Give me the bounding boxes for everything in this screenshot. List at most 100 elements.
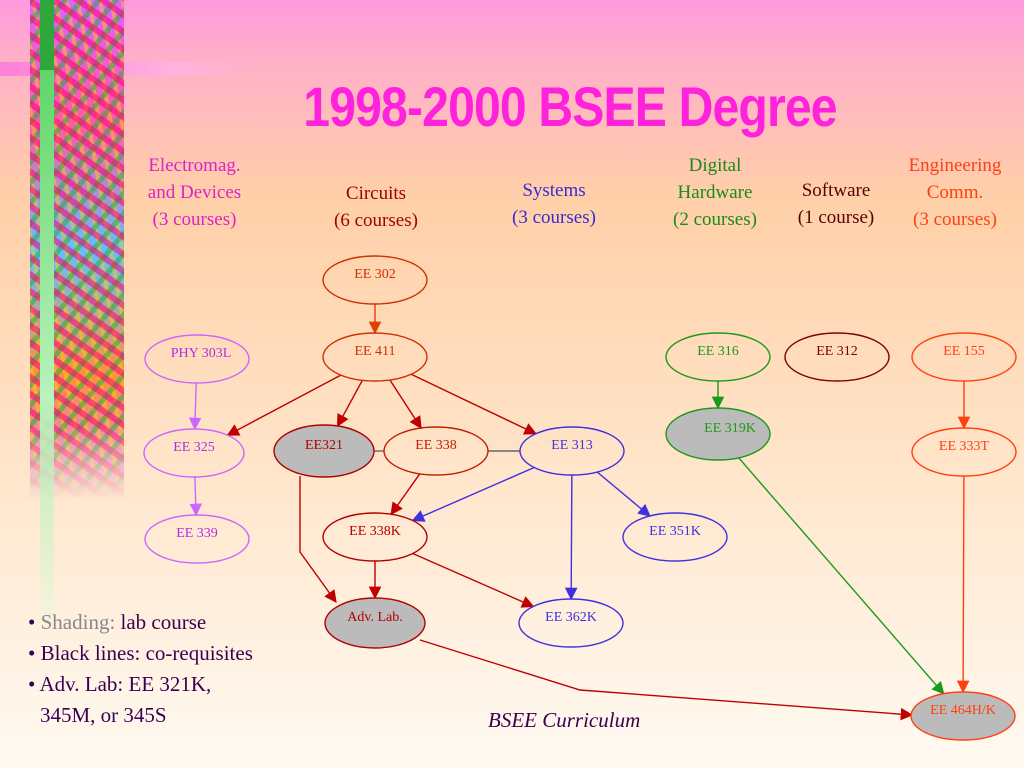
course-ellipse <box>383 426 489 476</box>
course-label: Adv. Lab. <box>347 610 402 625</box>
node-phy303l: PHY 303L <box>144 334 250 384</box>
node-ee333t: EE 333T <box>911 427 1017 477</box>
slide-title: 1998-2000 BSEE Degree <box>303 75 837 138</box>
edge-ee338k-to-ee362k <box>412 552 535 608</box>
legend-adv-lab: • Adv. Lab: EE 321K, <box>28 669 253 700</box>
edge-ee313-to-ee362k <box>564 474 578 601</box>
node-ee319k: EE 319K <box>665 407 771 461</box>
edge-advlab-to-ee464hk <box>419 639 914 721</box>
bullet-glyph: • <box>28 641 36 665</box>
header-line: (3 courses) <box>512 207 596 228</box>
course-ellipse <box>518 598 624 648</box>
header-line: Comm. <box>926 182 984 203</box>
header-line: (6 courses) <box>334 210 418 231</box>
course-ellipse <box>322 512 428 562</box>
node-ee338k: EE 338K <box>322 512 428 562</box>
legend-black-lines: • Black lines: co-requisites <box>28 638 253 669</box>
header-line: Software <box>801 180 871 201</box>
header-engineering-comm: Engineering Comm. (3 courses) <box>890 152 1020 233</box>
course-ellipse <box>322 255 428 305</box>
course-label: EE 316 <box>697 344 739 359</box>
lab-course-ellipse <box>910 691 1016 741</box>
vertical-accent-bar <box>40 70 54 620</box>
node-ee312: EE 312 <box>784 332 890 382</box>
legend-adv-lab-text-2: 345M, or 345S <box>40 703 167 727</box>
course-ellipse <box>784 332 890 382</box>
legend: • Shading: lab course • Black lines: co-… <box>28 607 253 731</box>
header-line: and Devices <box>147 182 242 203</box>
node-ee302: EE 302 <box>322 255 428 305</box>
course-ellipse <box>144 334 250 384</box>
course-label: EE 312 <box>816 344 858 359</box>
header-line: (1 course) <box>797 207 875 228</box>
bullet-glyph: • <box>28 672 36 696</box>
course-ellipse <box>622 512 728 562</box>
edge-ee411-to-ee338 <box>389 379 422 430</box>
lab-course-ellipse <box>324 597 426 649</box>
legend-shading-label: Shading: <box>40 610 116 634</box>
legend-black-lines-text: Black lines: co-requisites <box>40 641 253 665</box>
course-ellipse <box>911 427 1017 477</box>
header-line: Systems <box>522 180 586 201</box>
header-line: Circuits <box>345 183 407 204</box>
course-label: EE 313 <box>551 438 593 453</box>
course-label: EE 302 <box>354 267 396 282</box>
node-advlab: Adv. Lab. <box>324 597 426 649</box>
node-ee351k: EE 351K <box>622 512 728 562</box>
course-ellipse <box>665 332 771 382</box>
node-ee321: EE321 <box>273 424 375 478</box>
diagram-caption: BSEE Curriculum <box>488 708 641 732</box>
course-label: EE 325 <box>173 440 215 455</box>
course-label: EE 351K <box>649 524 701 539</box>
course-label: EE 464H/K <box>930 703 996 718</box>
edge-ee411-to-ee321 <box>336 379 363 428</box>
edge-ee411-to-ee313 <box>410 373 537 435</box>
header-software: Software (1 course) <box>780 177 892 231</box>
course-label: PHY 303L <box>171 346 232 361</box>
course-label: EE 338K <box>349 524 401 539</box>
nodes-layer: EE 302 EE 411 PHY 303L EE 325 EE 339 EE321 EE … <box>143 255 1017 741</box>
course-ellipse <box>143 428 245 478</box>
legend-adv-lab-continued: 345M, or 345S <box>28 700 253 731</box>
edge-ee333t-to-ee464hk <box>956 475 970 694</box>
header-line: Digital <box>688 155 742 176</box>
course-label: EE 339 <box>176 526 218 541</box>
course-label: EE 155 <box>943 344 985 359</box>
vertical-accent-bar-top <box>40 0 54 70</box>
node-ee339: EE 339 <box>144 514 250 564</box>
node-ee362k: EE 362K <box>518 598 624 648</box>
header-line: Hardware <box>677 182 753 203</box>
course-label: EE 411 <box>354 344 395 359</box>
header-line: Electromag. <box>148 155 241 176</box>
node-ee316: EE 316 <box>665 332 771 382</box>
header-electromag: Electromag. and Devices (3 courses) <box>122 152 267 233</box>
course-label: EE 319K <box>704 421 756 436</box>
edge-phy303l-to-ee325 <box>188 382 202 431</box>
edge-ee321-to-advlab <box>299 476 337 604</box>
course-ellipse <box>144 514 250 564</box>
legend-adv-lab-text-1: Adv. Lab: EE 321K, <box>39 672 212 696</box>
node-ee325: EE 325 <box>143 428 245 478</box>
course-label: EE 362K <box>545 610 597 625</box>
bullet-glyph: • <box>28 610 36 634</box>
edge-ee325-to-ee339 <box>189 476 203 517</box>
edges-layer <box>188 304 971 721</box>
course-ellipse <box>519 426 625 476</box>
node-ee464hk: EE 464H/K <box>910 691 1016 741</box>
edge-ee319k-to-ee464hk <box>738 457 945 695</box>
course-ellipse <box>911 332 1017 382</box>
header-circuits: Circuits (6 courses) <box>300 180 452 234</box>
header-systems: Systems (3 courses) <box>478 177 630 231</box>
edge-ee411-to-ee325 <box>226 374 342 436</box>
edge-ee313-to-ee338k <box>411 466 535 522</box>
node-ee313: EE 313 <box>519 426 625 476</box>
course-label: EE 338 <box>415 438 457 453</box>
edge-ee313-to-ee351k <box>596 471 651 517</box>
header-line: (2 courses) <box>673 209 757 230</box>
node-ee155: EE 155 <box>911 332 1017 382</box>
course-label: EE 333T <box>939 439 990 454</box>
lab-course-ellipse <box>273 424 375 478</box>
header-line: Engineering <box>908 155 1002 176</box>
